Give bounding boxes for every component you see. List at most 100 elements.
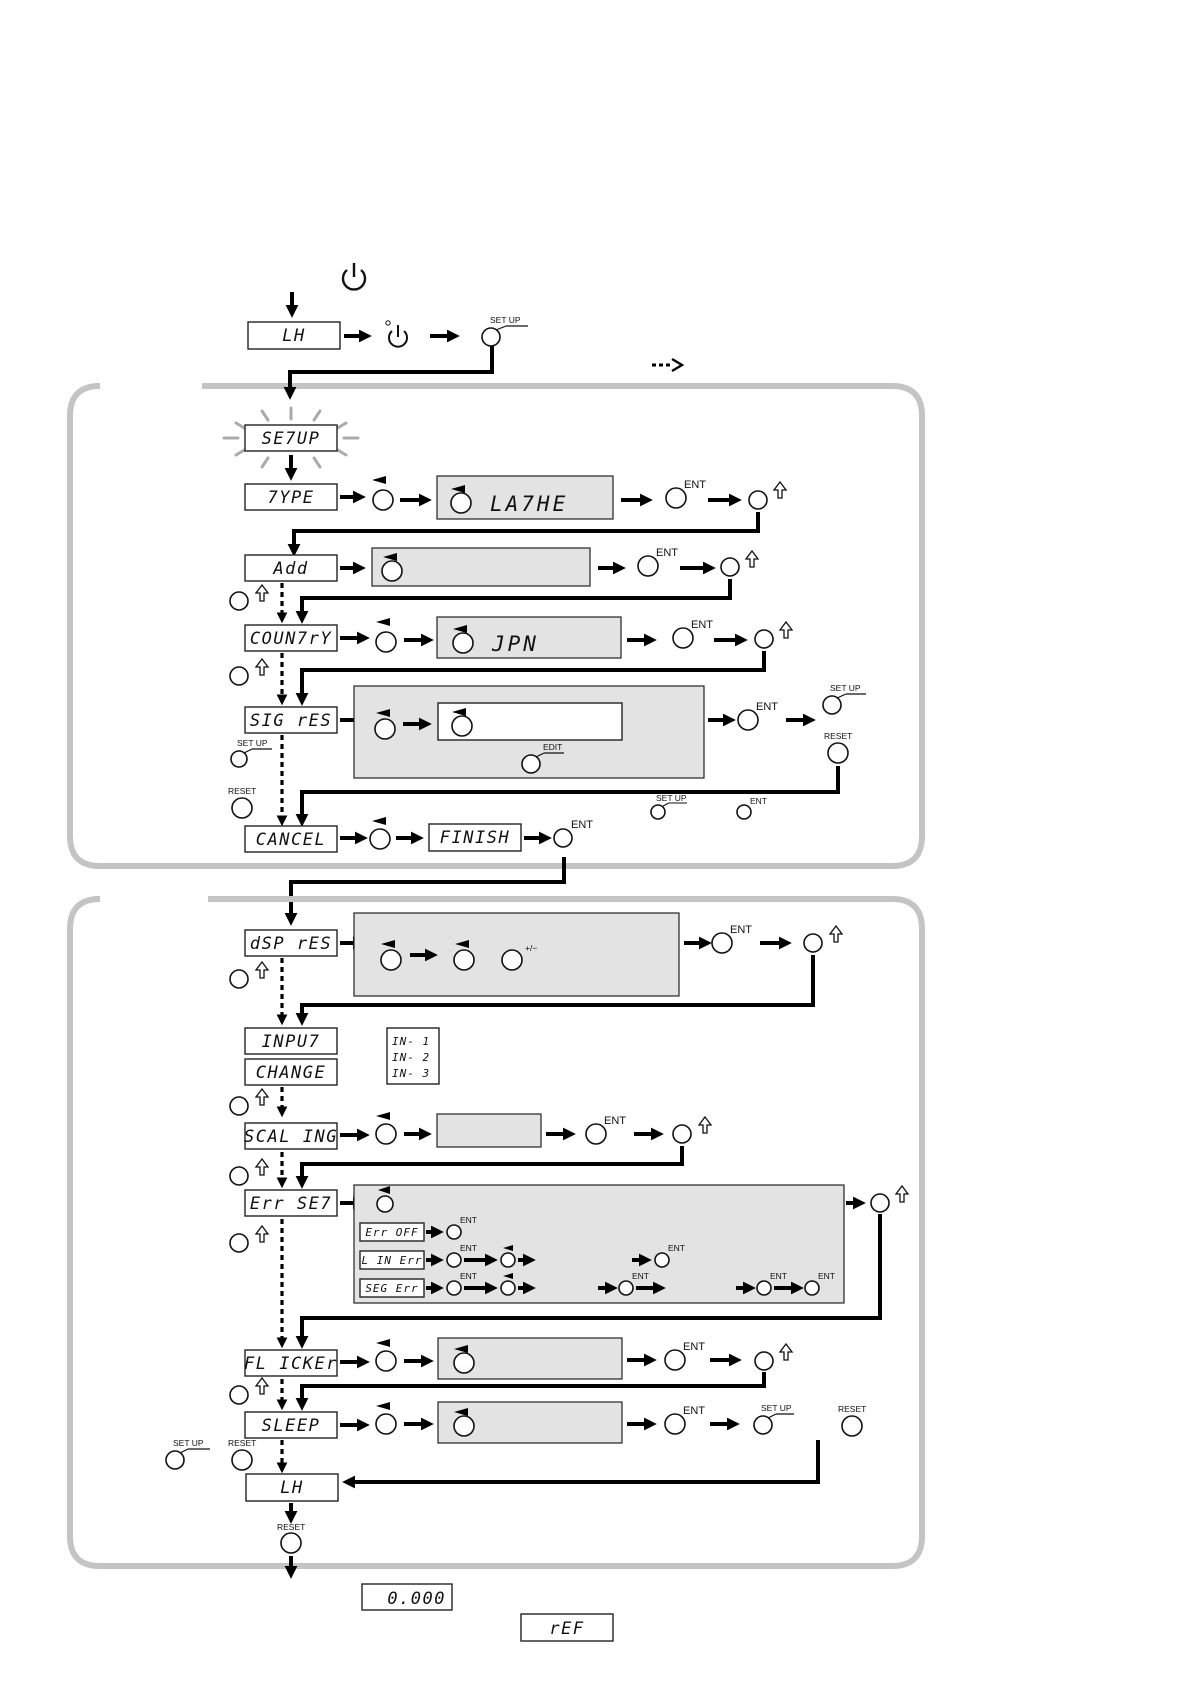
svg-text:ENT: ENT xyxy=(730,924,752,936)
svg-text:ENT: ENT xyxy=(604,1115,626,1127)
ent-button[interactable]: ENT xyxy=(637,547,678,577)
up-arrow-icon xyxy=(894,1184,910,1203)
svg-text:Err SE7: Err SE7 xyxy=(250,1194,332,1214)
display-change: CHANGE xyxy=(244,1058,338,1086)
display-sleep: SLEEP xyxy=(244,1411,338,1439)
svg-text:LH: LH xyxy=(280,1478,303,1498)
ent-button[interactable]: ENT xyxy=(711,924,752,954)
svg-text:SEG Err: SEG Err xyxy=(365,1282,418,1295)
svg-text:ENT: ENT xyxy=(632,1271,649,1281)
display-sig-res: SIG rES xyxy=(244,706,338,734)
svg-text:ENT: ENT xyxy=(460,1215,477,1225)
up-arrow-icon xyxy=(254,960,270,979)
svg-text:ENT: ENT xyxy=(684,479,706,491)
up-button[interactable] xyxy=(803,924,844,953)
reset-button[interactable]: RESET xyxy=(228,1438,256,1471)
svg-text:ENT: ENT xyxy=(460,1243,477,1253)
up-button[interactable] xyxy=(754,1342,794,1371)
svg-text:ENT: ENT xyxy=(460,1271,477,1281)
up-button[interactable] xyxy=(754,620,794,649)
up-button[interactable] xyxy=(229,960,270,989)
svg-text:SET UP: SET UP xyxy=(761,1403,792,1413)
up-button[interactable] xyxy=(870,1184,910,1213)
setup-button[interactable]: SET UP xyxy=(230,738,272,768)
flash-rays xyxy=(222,406,360,469)
reset-button[interactable]: RESET xyxy=(838,1404,866,1437)
up-button[interactable] xyxy=(672,1115,713,1144)
up-arrow-icon xyxy=(778,1342,794,1361)
setup-button[interactable]: SET UP xyxy=(481,315,528,347)
display-zero: 0.000 xyxy=(361,1583,453,1611)
svg-text:SE7UP: SE7UP xyxy=(262,429,321,449)
up-button[interactable] xyxy=(229,1087,270,1116)
svg-text:dSP rES: dSP rES xyxy=(250,934,332,954)
flicker-value-panel xyxy=(437,1337,623,1380)
svg-text:INPU7: INPU7 xyxy=(262,1032,321,1052)
sleep-value-panel xyxy=(437,1401,623,1444)
svg-text:IN- 2: IN- 2 xyxy=(392,1051,430,1064)
ent-button[interactable]: ENT xyxy=(665,479,706,509)
svg-text:FINISH: FINISH xyxy=(440,828,510,848)
svg-text:0.000: 0.000 xyxy=(387,1589,446,1609)
svg-text:RESET: RESET xyxy=(228,1438,256,1448)
left-button[interactable] xyxy=(375,1339,397,1372)
setup-button[interactable]: SET UP xyxy=(753,1403,794,1435)
left-button[interactable] xyxy=(375,1112,397,1145)
svg-text:RESET: RESET xyxy=(824,731,852,741)
svg-text:SET UP: SET UP xyxy=(173,1438,204,1448)
display-country: COUN7rY xyxy=(244,624,338,652)
left-button[interactable] xyxy=(375,618,397,653)
display-input: INPU7 xyxy=(244,1027,338,1055)
ent-button[interactable]: ENT xyxy=(737,701,778,731)
up-button[interactable] xyxy=(229,657,270,686)
up-arrow-icon xyxy=(772,480,788,499)
svg-text:COUN7rY: COUN7rY xyxy=(250,629,332,649)
up-button[interactable] xyxy=(229,1376,270,1405)
up-arrow-icon xyxy=(254,1224,270,1243)
ent-button-note[interactable]: ENT xyxy=(736,796,767,820)
svg-text:Add: Add xyxy=(272,559,308,579)
setup-button-note[interactable]: SET UP xyxy=(650,793,687,820)
svg-text:ENT: ENT xyxy=(818,1271,835,1281)
up-arrow-icon xyxy=(254,657,270,676)
err-set-panel: Err OFF ENT L IN Err ENT ENT SEG Err ENT… xyxy=(353,1184,845,1304)
settings-section-frame xyxy=(67,896,925,1569)
svg-text:ENT: ENT xyxy=(683,1405,705,1417)
left-button[interactable] xyxy=(375,1402,397,1435)
up-button[interactable] xyxy=(229,1224,270,1253)
reset-button[interactable]: RESET xyxy=(228,786,256,819)
ent-button[interactable]: ENT xyxy=(664,1341,705,1371)
display-dsp-res: dSP rES xyxy=(244,929,338,957)
reset-button[interactable]: RESET xyxy=(824,731,852,764)
sig-res-panel: EDIT xyxy=(353,685,705,779)
edit-button[interactable]: EDIT xyxy=(521,742,564,774)
plus-minus-button[interactable]: +/− xyxy=(501,943,537,971)
setup-button[interactable]: SET UP xyxy=(822,683,866,715)
display-ref: rEF xyxy=(520,1613,614,1642)
ent-button[interactable]: ENT xyxy=(672,619,713,649)
up-button[interactable] xyxy=(229,1157,270,1186)
dashed-arrow-legend xyxy=(652,357,685,373)
type-value-panel: LA7HE xyxy=(436,475,614,520)
display-flicker: FL ICKEr xyxy=(244,1349,338,1377)
up-button[interactable] xyxy=(720,549,760,577)
ent-button[interactable]: ENT xyxy=(664,1405,705,1435)
left-button[interactable] xyxy=(372,476,394,511)
reset-button[interactable]: RESET xyxy=(277,1522,305,1554)
display-lh-top: LH xyxy=(247,321,341,350)
dsp-res-panel: +/− xyxy=(353,912,680,997)
left-button[interactable] xyxy=(369,817,391,850)
ent-button[interactable]: ENT xyxy=(585,1115,626,1145)
svg-text:SIG rES: SIG rES xyxy=(250,711,332,731)
power-button-icon[interactable] xyxy=(385,320,408,348)
svg-text:LH: LH xyxy=(282,326,305,346)
add-value-panel xyxy=(371,547,591,587)
setup-button[interactable]: SET UP xyxy=(165,1438,210,1470)
up-button[interactable] xyxy=(229,583,270,611)
display-scaling: SCAL ING xyxy=(244,1122,338,1150)
up-button[interactable] xyxy=(748,480,788,510)
ent-button[interactable]: ENT xyxy=(553,819,593,848)
svg-text:SET UP: SET UP xyxy=(237,738,268,748)
scaling-value-panel xyxy=(436,1113,542,1148)
